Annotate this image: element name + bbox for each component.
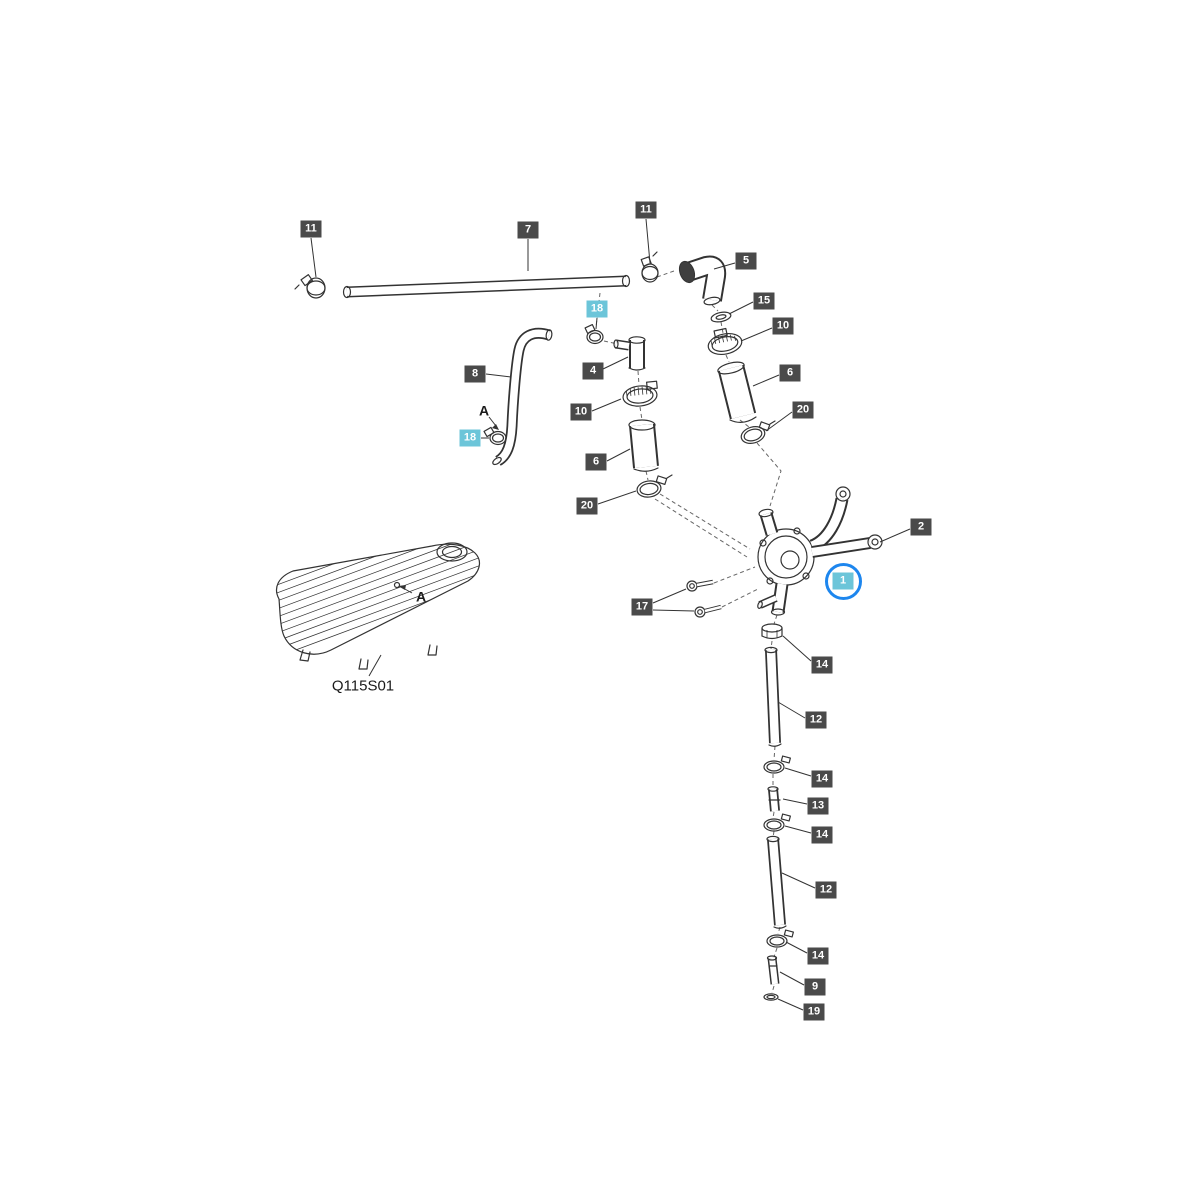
callout-5[interactable]: 5 xyxy=(735,252,757,270)
nut-14 xyxy=(761,623,783,640)
view-marker-a-cover: A xyxy=(415,588,427,604)
tube-12-upper xyxy=(764,646,782,747)
clamp-14-c xyxy=(763,813,791,832)
callout-4[interactable]: 4 xyxy=(582,362,604,380)
callout-10-right[interactable]: 10 xyxy=(772,317,794,335)
callout-18-bottom[interactable]: 18 xyxy=(459,429,481,447)
valve-cover xyxy=(275,542,481,670)
bent-hose-8 xyxy=(492,327,553,466)
callout-6-right[interactable]: 6 xyxy=(779,364,801,382)
callout-14-d[interactable]: 14 xyxy=(807,947,829,965)
washer-15 xyxy=(710,311,732,323)
fitting-4 xyxy=(613,336,646,371)
callout-11-right[interactable]: 11 xyxy=(635,201,657,219)
clamp-14-d xyxy=(766,929,794,948)
view-marker-a-hose: A xyxy=(478,402,490,418)
callout-leader-lines xyxy=(310,218,911,1011)
callout-7[interactable]: 7 xyxy=(517,221,539,239)
fitting-9 xyxy=(766,955,780,985)
clamp-18-bottom xyxy=(483,426,507,446)
hose-6-mid xyxy=(628,419,659,472)
hose-clamp-11-left xyxy=(294,274,326,299)
callout-9[interactable]: 9 xyxy=(804,978,826,996)
callout-1[interactable]: 1 xyxy=(832,572,854,590)
o-ring-19 xyxy=(763,993,779,1001)
callout-14-b[interactable]: 14 xyxy=(811,770,833,788)
clamp-18-top xyxy=(584,323,604,345)
callout-6-mid[interactable]: 6 xyxy=(585,453,607,471)
bolts-17 xyxy=(686,579,722,618)
breather-tube-7 xyxy=(342,274,631,299)
callout-2[interactable]: 2 xyxy=(910,518,932,536)
gear-clamp-10-mid xyxy=(622,380,658,407)
callout-10-mid[interactable]: 10 xyxy=(570,403,592,421)
hose-6-right xyxy=(717,361,757,423)
callout-12-lower[interactable]: 12 xyxy=(815,881,837,899)
callout-15[interactable]: 15 xyxy=(753,292,775,310)
callout-17[interactable]: 17 xyxy=(631,598,653,616)
part-code: Q115S01 xyxy=(331,677,395,695)
connector-13 xyxy=(767,786,781,812)
assembly-dashed-lines xyxy=(595,270,782,994)
callout-20-mid[interactable]: 20 xyxy=(576,497,598,515)
wire-clamp-20-right xyxy=(740,420,776,444)
elbow-5 xyxy=(678,255,727,306)
callout-20-right[interactable]: 20 xyxy=(792,401,814,419)
gear-clamp-10-right xyxy=(707,327,743,356)
callout-8[interactable]: 8 xyxy=(464,365,486,383)
wire-clamp-20-mid xyxy=(636,474,673,498)
breather-valve-1 xyxy=(757,508,815,616)
view-a-arrows xyxy=(398,416,499,594)
clamp-14-b xyxy=(763,755,791,774)
callout-14-a[interactable]: 14 xyxy=(811,656,833,674)
callout-12-upper[interactable]: 12 xyxy=(805,711,827,729)
callout-19[interactable]: 19 xyxy=(803,1003,825,1021)
callout-14-c[interactable]: 14 xyxy=(811,826,833,844)
callout-13[interactable]: 13 xyxy=(807,797,829,815)
callout-11-left[interactable]: 11 xyxy=(300,220,322,238)
tube-12-lower xyxy=(766,835,787,929)
bracket-2 xyxy=(809,486,883,558)
callout-18-top[interactable]: 18 xyxy=(586,300,608,318)
